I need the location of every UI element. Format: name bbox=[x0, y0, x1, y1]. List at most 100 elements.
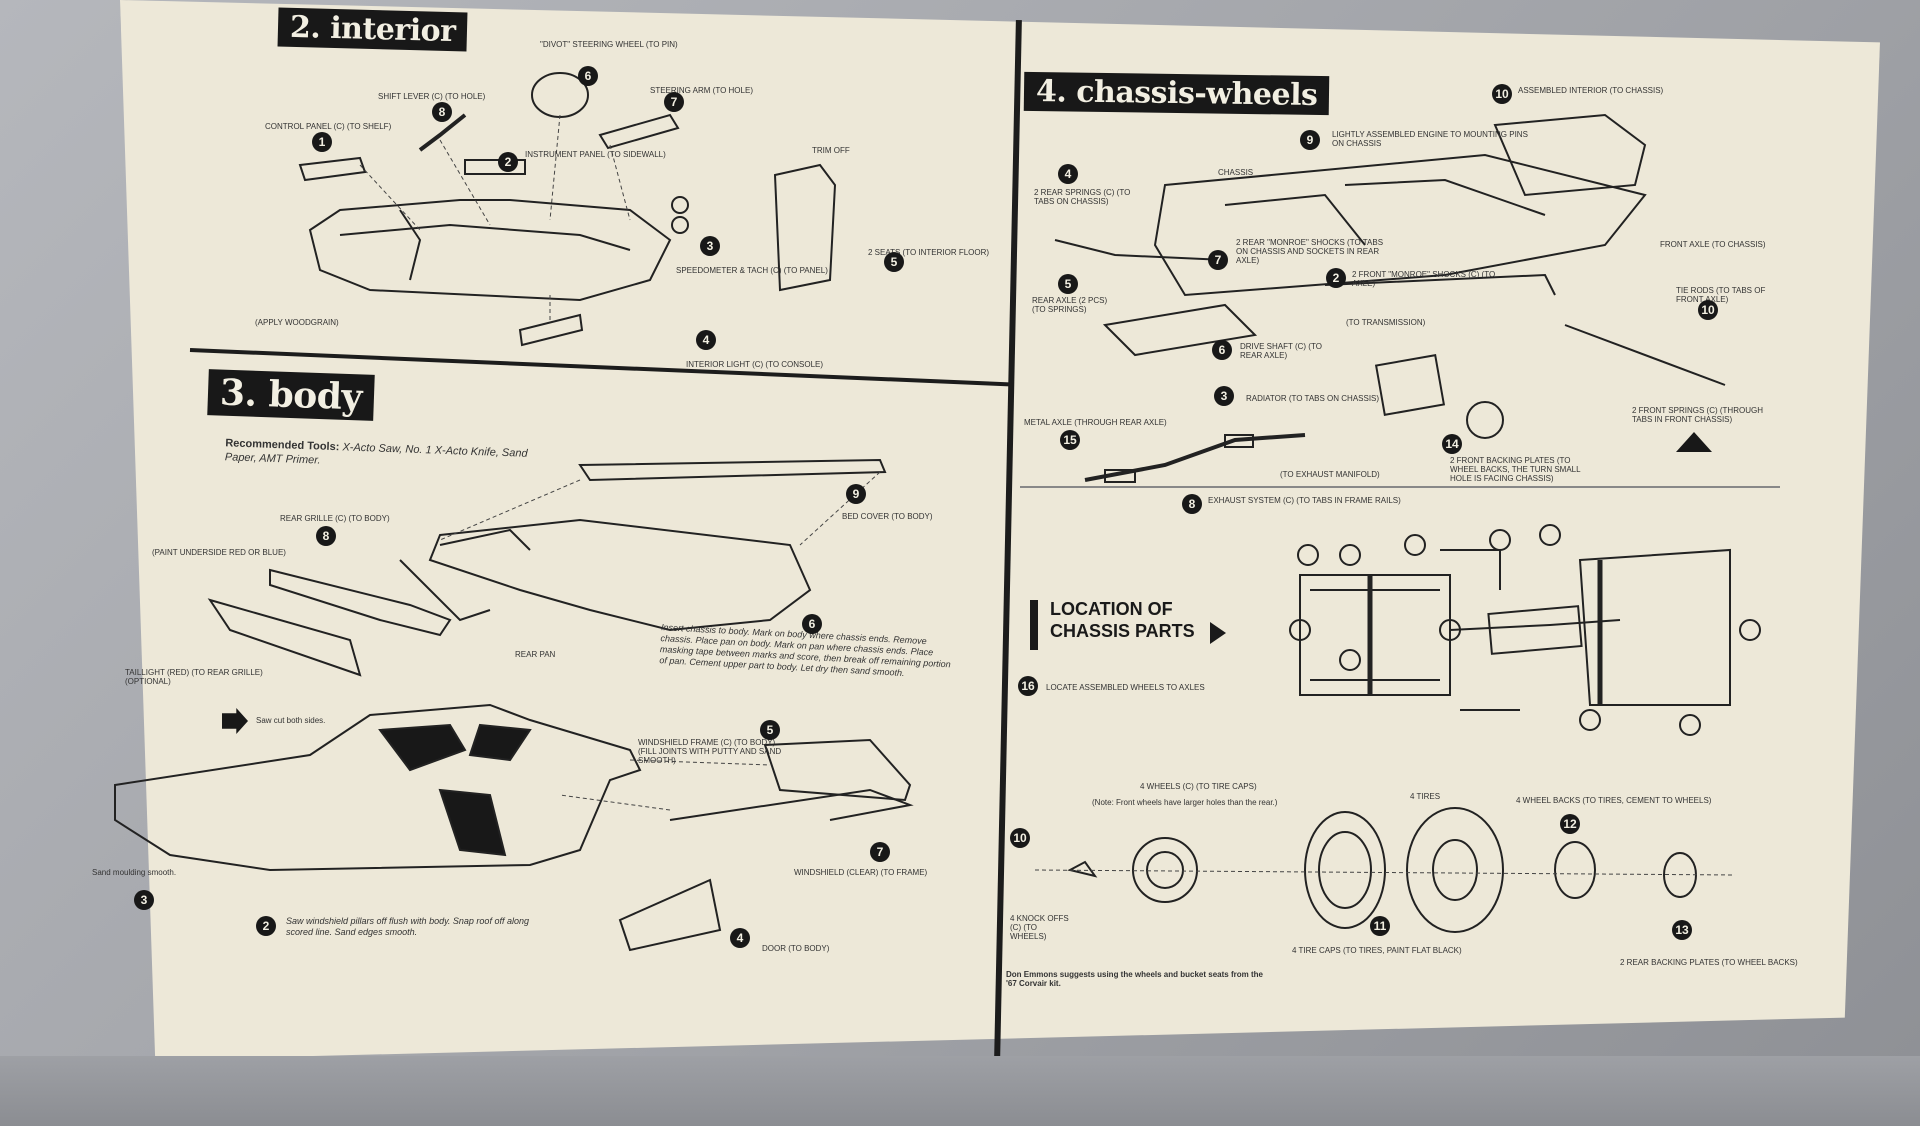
interior-diagram bbox=[298, 72, 837, 347]
label-knock-offs: 4 KNOCK OFFS (C) (To wheels) bbox=[1010, 914, 1069, 941]
step-number-badge: 7 bbox=[664, 92, 684, 112]
rear-body-part bbox=[428, 518, 812, 632]
step-number-badge: 3 bbox=[1214, 386, 1234, 406]
step-number-badge: 3 bbox=[700, 236, 720, 256]
step-number-badge: 5 bbox=[884, 252, 904, 272]
control-panel-part bbox=[298, 156, 367, 182]
step-number-badge: 6 bbox=[578, 66, 598, 86]
location-bracket bbox=[1030, 600, 1038, 650]
car-window bbox=[378, 723, 467, 772]
label-drive-shaft: DRIVE SHAFT (C) (To rear axle) bbox=[1240, 342, 1322, 360]
label-radiator: RADIATOR (To tabs on chassis) bbox=[1246, 394, 1380, 403]
radiator-part bbox=[1374, 354, 1446, 416]
label-speedometer: SPEEDOMETER & TACH (C) (To panel) bbox=[676, 266, 828, 275]
step-number-badge: 8 bbox=[432, 102, 452, 122]
step-number-badge: 16 bbox=[1018, 676, 1038, 696]
label-rear-grille: REAR GRILLE (C) (To body) bbox=[280, 514, 390, 523]
label-sand-moulding: Sand moulding smooth. bbox=[92, 868, 177, 877]
label-rear-shocks: 2 REAR "MONROE" SHOCKS (To tabs on chass… bbox=[1236, 238, 1384, 265]
step-number-badge: 10 bbox=[1492, 84, 1512, 104]
step-number-badge: 14 bbox=[1442, 434, 1462, 454]
step-number-badge: 6 bbox=[1212, 340, 1232, 360]
shift-lever-part bbox=[418, 113, 467, 152]
bed-cover-part bbox=[578, 458, 887, 482]
label-paint-underside: (Paint underside Red or Blue) bbox=[152, 548, 286, 557]
location-arrow-icon bbox=[1210, 622, 1226, 644]
label-steering-arm: STEERING ARM (To hole) bbox=[650, 86, 753, 95]
section-title-body: 3. body bbox=[207, 369, 375, 421]
label-assembled-interior: ASSEMBLED INTERIOR (To chassis) bbox=[1518, 86, 1664, 95]
step-number-badge: 11 bbox=[1370, 916, 1390, 936]
car-window bbox=[468, 723, 532, 762]
step-number-badge: 2 bbox=[256, 916, 276, 936]
chassis-location-diagram bbox=[1289, 524, 1761, 736]
label-metal-axle: METAL AXLE (Through rear axle) bbox=[1024, 418, 1167, 427]
label-seats: 2 SEATS (To interior floor) bbox=[868, 248, 990, 257]
label-wheels: 4 WHEELS (C) (To tire caps) bbox=[1140, 782, 1257, 791]
step-number-badge: 10 bbox=[1698, 300, 1718, 320]
assembled-interior-part bbox=[1493, 113, 1647, 197]
saw-pillars-instructions: Saw windshield pillars off flush with bo… bbox=[286, 916, 529, 937]
label-to-manifold: (To exhaust manifold) bbox=[1280, 470, 1380, 479]
label-windshield-frame: WINDSHIELD FRAME (C) (To body) (Fill joi… bbox=[638, 738, 782, 765]
location-of-text: LOCATION OF bbox=[1050, 599, 1173, 619]
taillight-part bbox=[207, 598, 362, 677]
step-number-badge: 15 bbox=[1060, 430, 1080, 450]
label-door: DOOR (To body) bbox=[762, 944, 830, 953]
label-exhaust: EXHAUST SYSTEM (C) (To tabs in frame rai… bbox=[1208, 496, 1401, 505]
rear-spring-part bbox=[1054, 239, 1226, 261]
door-part bbox=[618, 878, 722, 952]
wheel-back-part bbox=[1554, 841, 1596, 899]
engine-outline bbox=[1487, 605, 1583, 655]
interior-tub bbox=[308, 199, 672, 302]
footnote-text: Don Emmons suggests using the wheels and… bbox=[1006, 970, 1263, 988]
step-number-badge: 4 bbox=[730, 928, 750, 948]
chassis-diagram bbox=[1054, 113, 1726, 483]
label-tire-caps: 4 TIRE CAPS (To tires, paint flat black) bbox=[1292, 946, 1462, 955]
step-number-badge: 5 bbox=[1058, 274, 1078, 294]
step-number-badge: 9 bbox=[846, 484, 866, 504]
wheel-part bbox=[1132, 837, 1198, 903]
step-number-badge: 5 bbox=[760, 720, 780, 740]
interior-light-part bbox=[518, 313, 584, 347]
label-locate-wheels: LOCATE ASSEMBLED WHEELS TO AXLES bbox=[1046, 683, 1205, 692]
label-trim-off: TRIM OFF bbox=[812, 146, 850, 155]
label-rear-backing: 2 REAR BACKING PLATES (To wheel backs) bbox=[1620, 958, 1798, 967]
label-engine: LIGHTLY ASSEMBLED ENGINE TO MOUNTING PIN… bbox=[1332, 130, 1528, 148]
exhaust-part bbox=[1084, 433, 1306, 482]
label-windshield: WINDSHIELD (Clear) (To frame) bbox=[794, 868, 928, 877]
label-front-shocks: 2 FRONT "MONROE" SHOCKS (C) (To axle) bbox=[1352, 270, 1496, 288]
step-number-badge: 4 bbox=[1058, 164, 1078, 184]
step-number-badge: 8 bbox=[1182, 494, 1202, 514]
car-body-part bbox=[114, 703, 642, 872]
step-number-badge: 2 bbox=[498, 152, 518, 172]
label-front-axle: FRONT AXLE (To chassis) bbox=[1660, 240, 1766, 249]
label-shift-lever: SHIFT LEVER (C) (To hole) bbox=[378, 92, 486, 101]
step-number-badge: 3 bbox=[134, 890, 154, 910]
rear-pan-part bbox=[399, 559, 491, 622]
backing-plate-part bbox=[1466, 401, 1504, 439]
label-wheel-backs: 4 WHEEL BACKS (To tires, cement to wheel… bbox=[1516, 796, 1712, 805]
label-rear-pan: REAR PAN bbox=[515, 650, 556, 659]
wheels-diagram bbox=[1034, 807, 1736, 933]
label-taillight: TAILLIGHT (Red) (To rear grille) (Option… bbox=[125, 668, 263, 686]
windshield-part bbox=[669, 788, 914, 821]
label-to-transmission: (To transmission) bbox=[1346, 318, 1426, 327]
label-control-panel: CONTROL PANEL (C) (To shelf) bbox=[265, 122, 392, 131]
step-number-badge: 12 bbox=[1560, 814, 1580, 834]
step-number-badge: 1 bbox=[312, 132, 332, 152]
step-number-badge: 13 bbox=[1672, 920, 1692, 940]
rear-axle-part bbox=[1102, 303, 1258, 357]
label-rear-springs: 2 REAR SPRINGS (C) (To tabs on chassis) bbox=[1034, 188, 1131, 206]
chassis-parts-text: CHASSIS PARTS bbox=[1050, 621, 1195, 641]
label-woodgrain: (Apply woodgrain) bbox=[255, 318, 339, 327]
tire-part bbox=[1406, 807, 1504, 933]
front-axle-part bbox=[1324, 273, 1556, 296]
steering-arm-part bbox=[598, 113, 680, 150]
label-bed-cover: BED COVER (To body) bbox=[842, 512, 933, 521]
tire-part bbox=[1304, 811, 1386, 929]
instrument-panel-part bbox=[464, 159, 526, 175]
label-tie-rods: TIE RODS (To tabs of front axle) bbox=[1676, 286, 1766, 304]
step-number-badge: 6 bbox=[802, 614, 822, 634]
label-interior-light: INTERIOR LIGHT (C) (To console) bbox=[686, 360, 824, 369]
